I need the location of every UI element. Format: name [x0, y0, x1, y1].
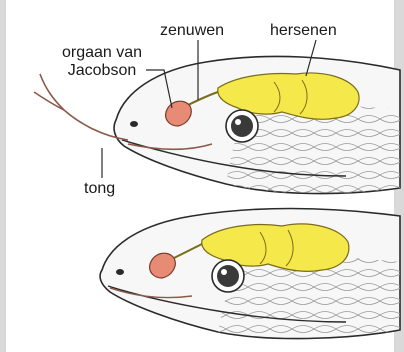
label-organ-of-jacobson: orgaan van Jacobson	[48, 44, 156, 80]
label-organ-line1: orgaan van	[48, 44, 156, 62]
label-tong: tong	[84, 180, 115, 198]
label-zenuwen: zenuwen	[160, 22, 224, 40]
label-organ-line2: Jacobson	[48, 62, 156, 80]
bottom-snake-head	[100, 209, 400, 339]
label-hersenen: hersenen	[270, 22, 337, 40]
